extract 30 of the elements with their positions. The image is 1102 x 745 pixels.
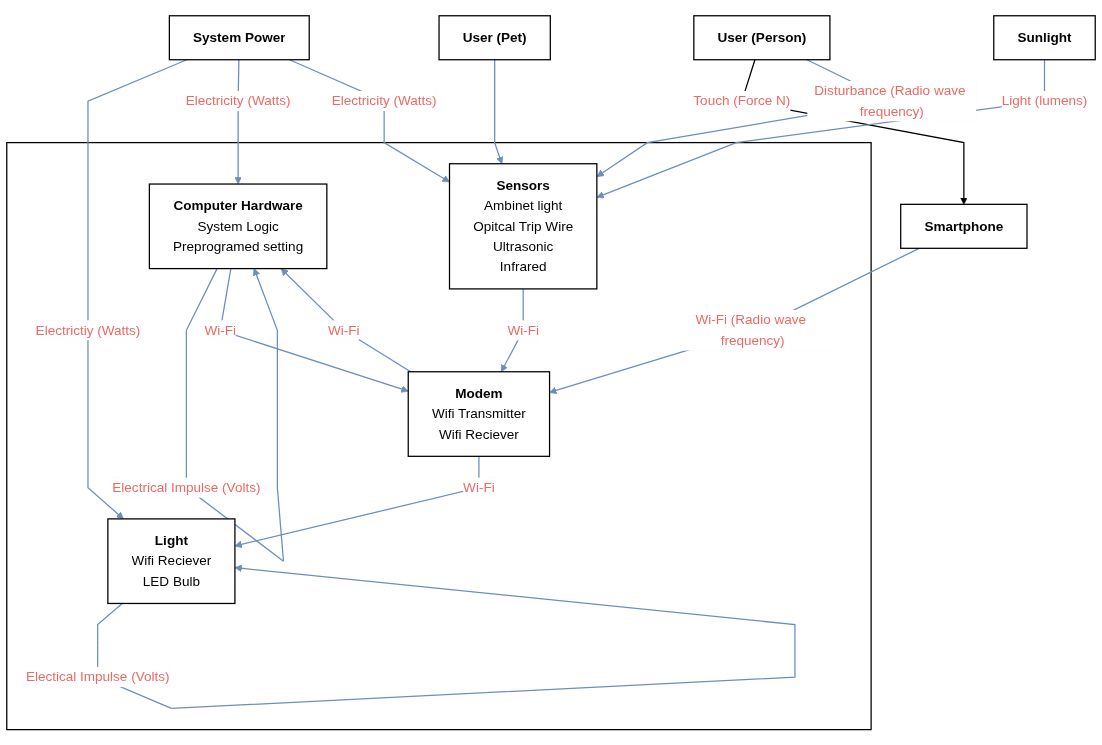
arrow [87, 58, 188, 520]
edge-label: Electricity (Watts) [331, 93, 437, 108]
edge-label: Electrical Impulse (Volts) [112, 479, 261, 495]
arrow [219, 267, 409, 393]
edge-label: Electrictiy (Watts) [35, 322, 141, 337]
arrow [549, 247, 920, 394]
node-box: Sunlight [993, 14, 1096, 61]
node-box: Light Wifi Reciever LED Bulb [107, 518, 236, 604]
edge-label: Wi-Fi (Radio wave frequency) [695, 312, 807, 348]
edge-label: Disturbance (Radio wave frequency) [814, 83, 966, 118]
arrow [234, 455, 480, 548]
edge-label: Touch (Force N) [693, 93, 791, 108]
edge-label: Wi-Fi [463, 479, 495, 495]
edge-label: Wi-Fi [507, 322, 539, 337]
node-box: Sensors Ambinet light Opitcal Trip Wire Ultrasonic Infrared [448, 162, 598, 290]
edge-label: Electricity (Watts) [185, 93, 291, 108]
arrow [494, 58, 504, 164]
node-box: User (Pet) [438, 14, 551, 61]
cluster [6, 141, 872, 731]
node-box: Computer Hardware System Logic Preprogramed setting [148, 183, 328, 270]
edge-label: Wi-Fi [204, 322, 237, 337]
edge-label: Wi-Fi [328, 322, 360, 337]
node-box: Smartphone [900, 203, 1028, 249]
node-box: System Power [168, 14, 310, 61]
arrow [288, 58, 450, 183]
arrow [280, 268, 412, 373]
node-box: User (Person) [693, 14, 831, 61]
edge-label: Electical Impulse (Volts) [25, 669, 170, 684]
edge-label: Light (lumens) [1001, 93, 1088, 108]
node-box: Modem Wifi Transmitter Wifi Reciever [407, 370, 551, 457]
